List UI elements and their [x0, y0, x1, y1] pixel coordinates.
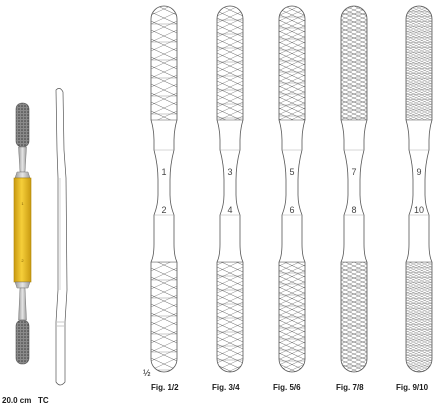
instrument-outline [150, 5, 178, 373]
figure-number-top: 7 [351, 167, 356, 177]
figure-number-bottom: 8 [351, 205, 356, 215]
instrument-front-view: 1 2 [13, 102, 32, 365]
instrument-outline [216, 5, 244, 373]
figure-2: 34 [216, 5, 244, 373]
figure-4: 78 [340, 5, 368, 373]
figure-number-top: 9 [416, 167, 421, 177]
figure-label-1: Fig. 1/2 [151, 383, 179, 392]
instrument-outline [405, 5, 433, 373]
figure-label-4: Fig. 7/8 [336, 383, 364, 392]
figure-number-top: 5 [289, 167, 294, 177]
figure-label-2: Fig. 3/4 [212, 383, 240, 392]
svg-text:1: 1 [21, 201, 24, 206]
file-hatching [151, 6, 177, 372]
figure-1: 12 [150, 5, 178, 373]
figure-label-3: Fig. 5/6 [273, 383, 301, 392]
figure-5: 9 10 [405, 5, 433, 373]
type-code: TC [38, 396, 49, 405]
instrument-side-view [55, 88, 68, 386]
length-caption: 20.0 cm TC [2, 396, 49, 405]
figure-3: 56 [278, 5, 306, 373]
figure-number-top: 3 [227, 167, 232, 177]
figure-number-bottom: 4 [227, 205, 232, 215]
figure-number-bottom: 2 [161, 205, 166, 215]
figure-number-bottom: 10 [414, 205, 424, 215]
length-value: 20.0 cm [2, 396, 32, 405]
instrument-outline [278, 5, 306, 373]
figure-label-5: Fig. 9/10 [396, 383, 429, 392]
figure-number-bottom: 6 [289, 205, 294, 215]
svg-text:2: 2 [21, 258, 24, 263]
scale-mark: ½ [143, 368, 151, 378]
instrument-outline [340, 5, 368, 373]
figure-number-top: 1 [161, 167, 166, 177]
